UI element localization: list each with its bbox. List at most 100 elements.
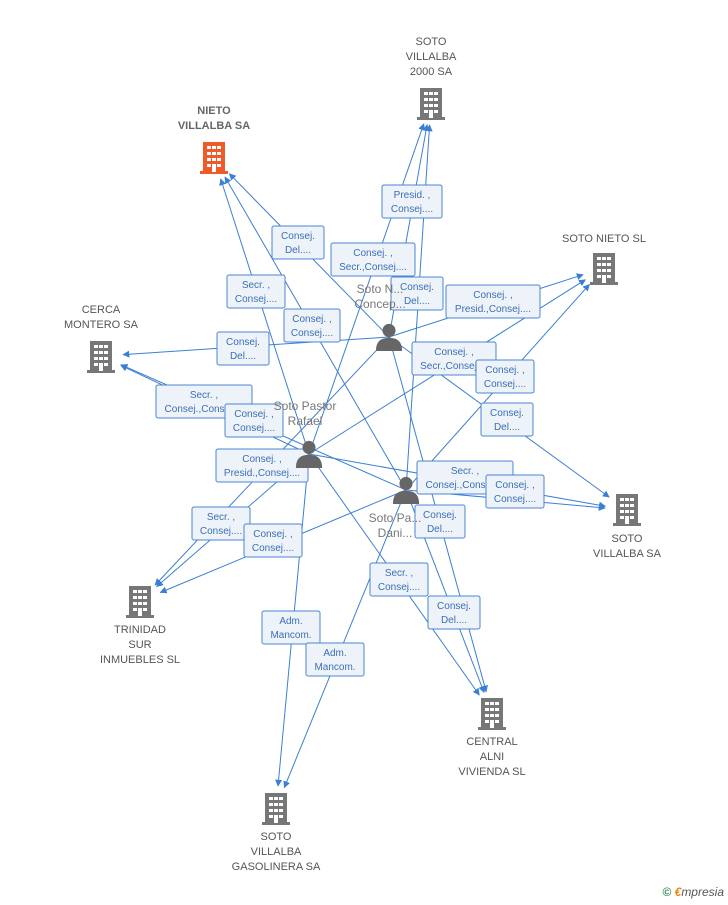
edge-label-text: Consej....: [200, 526, 242, 537]
edge-label-box: [445, 284, 541, 319]
edge-label[interactable]: Consej.Del....: [390, 276, 444, 311]
edge-label-text: Consej....: [378, 582, 420, 593]
edge-label-text: Consej. ,: [353, 248, 392, 259]
edge-label-text: Consej.: [437, 601, 471, 612]
edge-label-text: Consej. ,: [253, 529, 292, 540]
company-label: SOTO: [416, 36, 447, 48]
edge-label[interactable]: Consej. Del....: [271, 225, 325, 260]
edge-label-box: [283, 308, 341, 343]
company-label: VILLALBA SA: [593, 548, 662, 560]
edge-label-box: [224, 403, 284, 438]
copyright-icon: ©: [662, 885, 672, 899]
building-icon: [613, 494, 641, 526]
person-label: Rafael: [288, 414, 323, 428]
company-label: SOTO NIETO SL: [562, 233, 646, 245]
edge-label[interactable]: Consej. ,Presid.,Consej....: [445, 284, 541, 319]
edge-label-text: Consej. ,: [485, 365, 524, 376]
edge-label-text: Consej....: [484, 379, 526, 390]
building-icon: [126, 586, 154, 618]
edge-label-text: Secr. ,: [207, 512, 235, 523]
edge-label-text: Secr. ,: [242, 280, 270, 291]
edge-label[interactable]: Consej. , Consej....: [485, 474, 545, 509]
person-node-p1[interactable]: Soto N...Concep...: [354, 282, 406, 351]
edge-label-box: [414, 504, 466, 539]
edge-label-text: Secr. ,: [385, 568, 413, 579]
edge-label-text: Consej....: [494, 494, 536, 505]
edge-label[interactable]: Consej.Del....: [414, 504, 466, 539]
edge-label[interactable]: Consej. ,Consej....: [224, 403, 284, 438]
edge-label[interactable]: Consej. Del....: [427, 595, 481, 630]
edge-label[interactable]: Consej.Del....: [216, 331, 270, 366]
edge-label-box: [243, 523, 303, 558]
person-label: Soto Pa...: [369, 511, 422, 525]
company-node-sotonieto[interactable]: SOTO NIETO SL: [562, 233, 646, 285]
edge-label[interactable]: Secr. ,Consej....: [226, 274, 286, 309]
edge-label-text: Consej....: [391, 204, 433, 215]
edge-label-box: [271, 225, 325, 260]
building-icon: [200, 142, 228, 174]
edge-label[interactable]: Consej. ,Consej....: [283, 308, 341, 343]
company-node-sotovillalba[interactable]: SOTO VILLALBA SA: [593, 494, 662, 560]
edge-label-box: [369, 562, 429, 597]
company-label: VILLALBA: [251, 846, 302, 858]
edge-label-text: Mancom.: [314, 662, 355, 673]
company-label: GASOLINERA SA: [232, 861, 321, 873]
edge-p2-sv2000: [308, 123, 426, 455]
building-icon: [417, 88, 445, 120]
building-icon: [262, 793, 290, 825]
edge-label[interactable]: Consej.Del....: [480, 402, 534, 437]
edge-label-text: Secr. ,: [190, 390, 218, 401]
edge-label[interactable]: Presid. , Consej....: [381, 184, 443, 219]
edge-label-text: Consej....: [252, 543, 294, 554]
edge-label-text: Consej. ,: [234, 409, 273, 420]
company-label: VILLALBA SA: [178, 120, 250, 132]
edge-label[interactable]: Consej. ,Secr.,Consej....: [330, 242, 416, 277]
edge-label[interactable]: Consej. ,Presid.,Consej....: [215, 448, 309, 483]
company-label: SOTO: [261, 831, 292, 843]
edges-layer: [120, 123, 610, 789]
edge-label-text: Consej. ,: [434, 347, 473, 358]
edge-label-text: Del....: [285, 245, 311, 256]
edge-label-text: Presid.,Consej....: [455, 304, 531, 315]
edge-label[interactable]: Secr. , Consej....: [191, 506, 251, 541]
edge-label-text: Consej.,Consej....: [165, 404, 244, 415]
edge-label[interactable]: Secr. , Consej....: [369, 562, 429, 597]
edge-label-box: [475, 359, 535, 394]
edge-label-text: Consej.,Consej....: [426, 480, 505, 491]
edge-label-text: Presid. ,: [394, 190, 431, 201]
edge-label[interactable]: Consej. , Secr.,Consej....: [411, 341, 497, 376]
person-label: Soto N...: [357, 282, 404, 296]
edge-label-text: Adm.: [279, 616, 302, 627]
edge-label-text: Secr. ,: [451, 466, 479, 477]
company-label: VIVIENDA SL: [458, 766, 525, 778]
edge-label[interactable]: Adm. Mancom.: [261, 610, 321, 645]
edge-label-text: Consej.: [281, 231, 315, 242]
edge-labels-layer: Presid. , Consej.... Consej. Del.... Consej.…: [155, 184, 545, 677]
edge-label-text: Consej.: [400, 282, 434, 293]
person-node-p3[interactable]: Soto Pa...Dani...: [369, 476, 422, 540]
edge-label-box: [427, 595, 481, 630]
company-node-gasolinera[interactable]: SOTO VILLALBA GASOLINERA SA: [232, 793, 321, 873]
company-label: SOTO: [612, 533, 643, 545]
company-label: SUR: [128, 639, 151, 651]
edge-label-text: Secr.,Consej....: [420, 361, 488, 372]
edge-label-box: [381, 184, 443, 219]
edge-label-text: Del....: [441, 615, 467, 626]
edge-label-text: Consej. ,: [495, 480, 534, 491]
edge-label-text: Del....: [230, 351, 256, 362]
brand-name: mpresia: [681, 885, 724, 899]
edge-label[interactable]: Adm.Mancom.: [305, 642, 365, 677]
footer-brand: © €mpresia: [662, 885, 724, 899]
company-label: INMUEBLES SL: [100, 654, 180, 666]
edge-label[interactable]: Consej. , Consej....: [475, 359, 535, 394]
edge-label[interactable]: Consej. , Consej....: [243, 523, 303, 558]
edge-label-text: Mancom.: [270, 630, 311, 641]
